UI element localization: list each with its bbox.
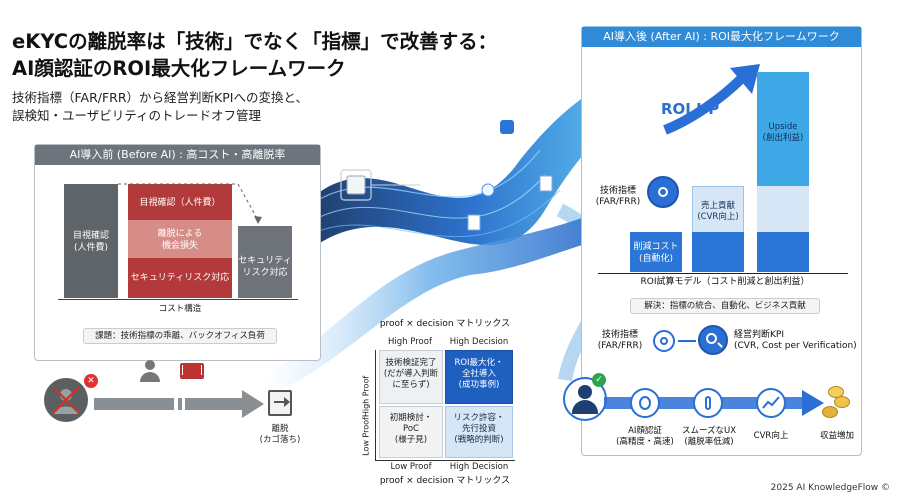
matrix-cell-tl-text: 技術検証完了 (だが導入判断 に至らず) bbox=[383, 358, 439, 390]
exit-door-icon bbox=[268, 390, 292, 416]
matrix-row-low-label: Low Proof bbox=[361, 417, 371, 456]
page-title: eKYCの離脱率は「技術」でなく「指標」で改善する： AI顔認証のROI最大化フ… bbox=[12, 28, 497, 82]
flow-tech-metric: 技術指標 (FAR/FRR) bbox=[597, 330, 643, 351]
dashed-connector bbox=[118, 183, 262, 224]
roi-bar-cost-label: 削減コスト (自動化) bbox=[633, 242, 679, 264]
cost-stack-top bbox=[128, 184, 232, 220]
matrix-cell-br-text: リスク許容・ 先行投資 (戦略的判断) bbox=[453, 413, 505, 445]
magnifier-icon bbox=[698, 325, 728, 355]
matrix-cell-tr-text: ROI最大化・ 全社導入 (成功事例) bbox=[454, 358, 504, 390]
roi-bar-sales-label: 売上貢献 (CVR向上) bbox=[697, 201, 739, 222]
cost-bar-security bbox=[238, 226, 292, 298]
roi-bar-cost bbox=[630, 232, 682, 272]
before-ai-header: AI導入前 (Before AI) : 高コスト・高離脱率 bbox=[35, 145, 320, 165]
cost-stack-mid bbox=[128, 220, 232, 258]
after-tech-metric: 技術指標 (FAR/FRR) bbox=[595, 186, 641, 207]
matrix-x-low-label: Low Proof bbox=[390, 462, 432, 472]
roi-bar-upside-base bbox=[757, 232, 809, 272]
matrix-col-high-decision: High Decision bbox=[449, 337, 509, 347]
title-line-2: AI顔認証のROI最大化フレームワーク bbox=[12, 57, 346, 80]
matrix-col-high-proof: High Proof bbox=[388, 337, 432, 347]
cost-axis-line bbox=[58, 299, 298, 300]
roi-up-label: ROI UP bbox=[661, 100, 720, 118]
face-scan-icon bbox=[630, 388, 660, 418]
page-subtitle: 技術指標（FAR/FRR）から経営判断KPIへの変換と、 誤検知・ユーザビリティ… bbox=[12, 89, 308, 125]
success-check-icon: ✓ bbox=[592, 373, 606, 387]
mail-icon bbox=[180, 363, 204, 379]
matrix-cell-br bbox=[445, 406, 513, 458]
cost-stack-bottom-label: セキュリティリスク対応 bbox=[130, 273, 230, 283]
coins-icon bbox=[822, 386, 854, 420]
matrix-x-axis bbox=[375, 460, 515, 461]
step-cvr-up: CVR向上 bbox=[753, 431, 789, 441]
flow-kpi-label: 経営判断KPI (CVR, Cost per Verification) bbox=[734, 330, 857, 351]
after-ai-header: AI導入後 (After AI) : ROI最大化フレームワーク bbox=[582, 27, 861, 47]
matrix-title-bottom: proof × decision マトリックス bbox=[379, 476, 511, 486]
gear-small-icon bbox=[653, 330, 675, 352]
roi-bar-upside-label: Upside (創出利益) bbox=[762, 122, 804, 143]
gear-icon bbox=[647, 176, 679, 208]
step-smooth-ux: スムーズなUX (離脱率低減) bbox=[681, 426, 737, 447]
cost-bar-manual-label: 目視確認 (人件費) bbox=[72, 231, 109, 253]
matrix-cell-tr bbox=[445, 350, 513, 404]
growth-chart-icon bbox=[756, 388, 786, 418]
flow-link-arrow bbox=[678, 340, 696, 342]
matrix-cell-tl bbox=[379, 350, 443, 404]
matrix-title-top: proof × decision マトリックス bbox=[379, 319, 511, 329]
before-issue-box: 課題：技術指標の乖離、バックオフィス負荷 bbox=[83, 328, 277, 344]
cost-stack-mid-label: 離脱による 機会損失 bbox=[157, 229, 203, 251]
roi-axis-label: ROI試算モデル（コスト削減と創出利益） bbox=[640, 277, 810, 287]
person-icon bbox=[140, 360, 160, 384]
exit-label: 離脱 (カゴ落ち) bbox=[259, 424, 301, 445]
matrix-y-axis bbox=[375, 350, 376, 460]
matrix-cell-bl-text: 初期検討・ PoC (様子見) bbox=[389, 413, 433, 445]
roi-bar-sales-base bbox=[692, 232, 744, 272]
step-revenue: 収益増加 bbox=[819, 431, 854, 441]
step-face-auth: AI顔認証 (高精度・高速) bbox=[616, 426, 674, 447]
subtitle-line-1: 技術指標（FAR/FRR）から経営判断KPIへの変換と、 bbox=[12, 90, 308, 105]
touch-icon bbox=[693, 388, 723, 418]
cost-stack-top-label: 目視確認（人件費） bbox=[139, 198, 221, 208]
roi-axis-line bbox=[598, 273, 848, 274]
title-line-1: eKYCの離脱率は「技術」でなく「指標」で改善する： bbox=[12, 30, 498, 53]
cost-bar-manual bbox=[64, 184, 118, 298]
after-solution-box: 解決：指標の統合、自動化、ビジネス貢献 bbox=[630, 298, 820, 314]
dropoff-arrow bbox=[94, 390, 264, 418]
error-badge-icon: ✕ bbox=[84, 374, 98, 388]
matrix-cell-bl bbox=[379, 406, 443, 458]
subtitle-line-2: 誤検知・ユーザビリティのトレードオフ管理 bbox=[12, 108, 262, 123]
cost-bar-security-label: セキュリティ リスク対応 bbox=[238, 256, 292, 278]
matrix-x-high-label: High Decision bbox=[449, 462, 509, 472]
footer-copyright: 2025 AI KnowledgeFlow © bbox=[770, 483, 890, 493]
roi-up-arrow bbox=[663, 64, 760, 135]
user-blocked-icon bbox=[52, 386, 80, 414]
cost-axis-label: コスト構造 bbox=[158, 304, 202, 314]
cost-stack-bottom bbox=[128, 258, 232, 298]
